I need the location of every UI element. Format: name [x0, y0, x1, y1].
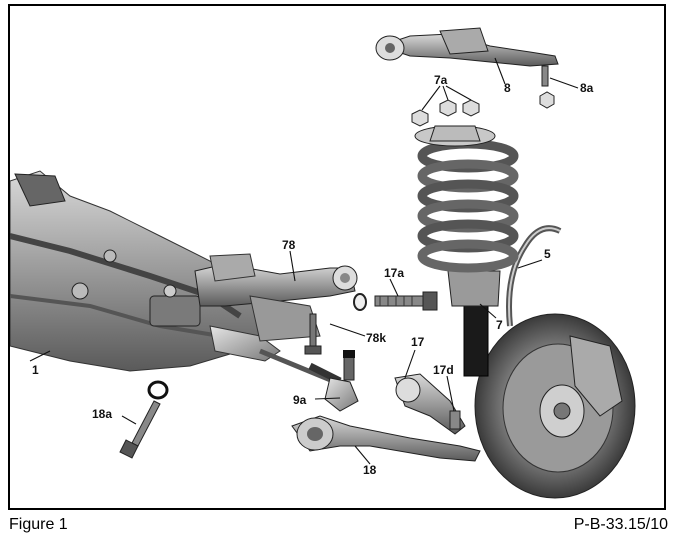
coil-spring	[417, 139, 519, 273]
brake-line-5	[506, 225, 562, 327]
front-axle-carrier	[10, 170, 271, 372]
callout-8: 8	[504, 81, 511, 95]
callout-18: 18	[363, 463, 377, 477]
callout-78: 78	[282, 238, 296, 252]
suspension-exploded-diagram: 1 5 7 7a 8 8a 9a 17 17a 17d 18 18a 78 78…	[10, 27, 636, 499]
brake-disc	[474, 313, 636, 499]
leader-lines	[29, 57, 579, 465]
callout-78k: 78k	[366, 331, 386, 345]
callout-7: 7	[496, 318, 503, 332]
callout-7a: 7a	[434, 73, 448, 87]
bolt-78k	[304, 313, 322, 355]
callout-1: 1	[32, 363, 39, 377]
callout-5: 5	[544, 247, 551, 261]
callout-9a: 9a	[293, 393, 307, 407]
figure-caption: Figure 1	[9, 516, 68, 533]
bolt-17a	[353, 291, 438, 311]
callout-17d: 17d	[433, 363, 454, 377]
document-reference: P-B-33.15/10	[573, 516, 668, 533]
callout-18a: 18a	[92, 407, 112, 421]
callout-17: 17	[411, 335, 425, 349]
wishbone-18	[291, 415, 481, 462]
nuts-7a	[411, 99, 480, 127]
transverse-link-78	[194, 253, 358, 342]
diagram-frame: 1 5 7 7a 8 8a 9a 17 17a 17d 18 18a 78 78…	[8, 4, 666, 510]
bolt-18a	[119, 380, 169, 459]
nut-8a	[539, 65, 555, 109]
callout-8a: 8a	[580, 81, 594, 95]
tie-rod-end	[324, 350, 359, 412]
callout-17a: 17a	[384, 266, 404, 280]
link-17	[394, 373, 466, 435]
upper-wishbone-8	[375, 27, 559, 67]
spring-strut-7	[414, 125, 519, 377]
